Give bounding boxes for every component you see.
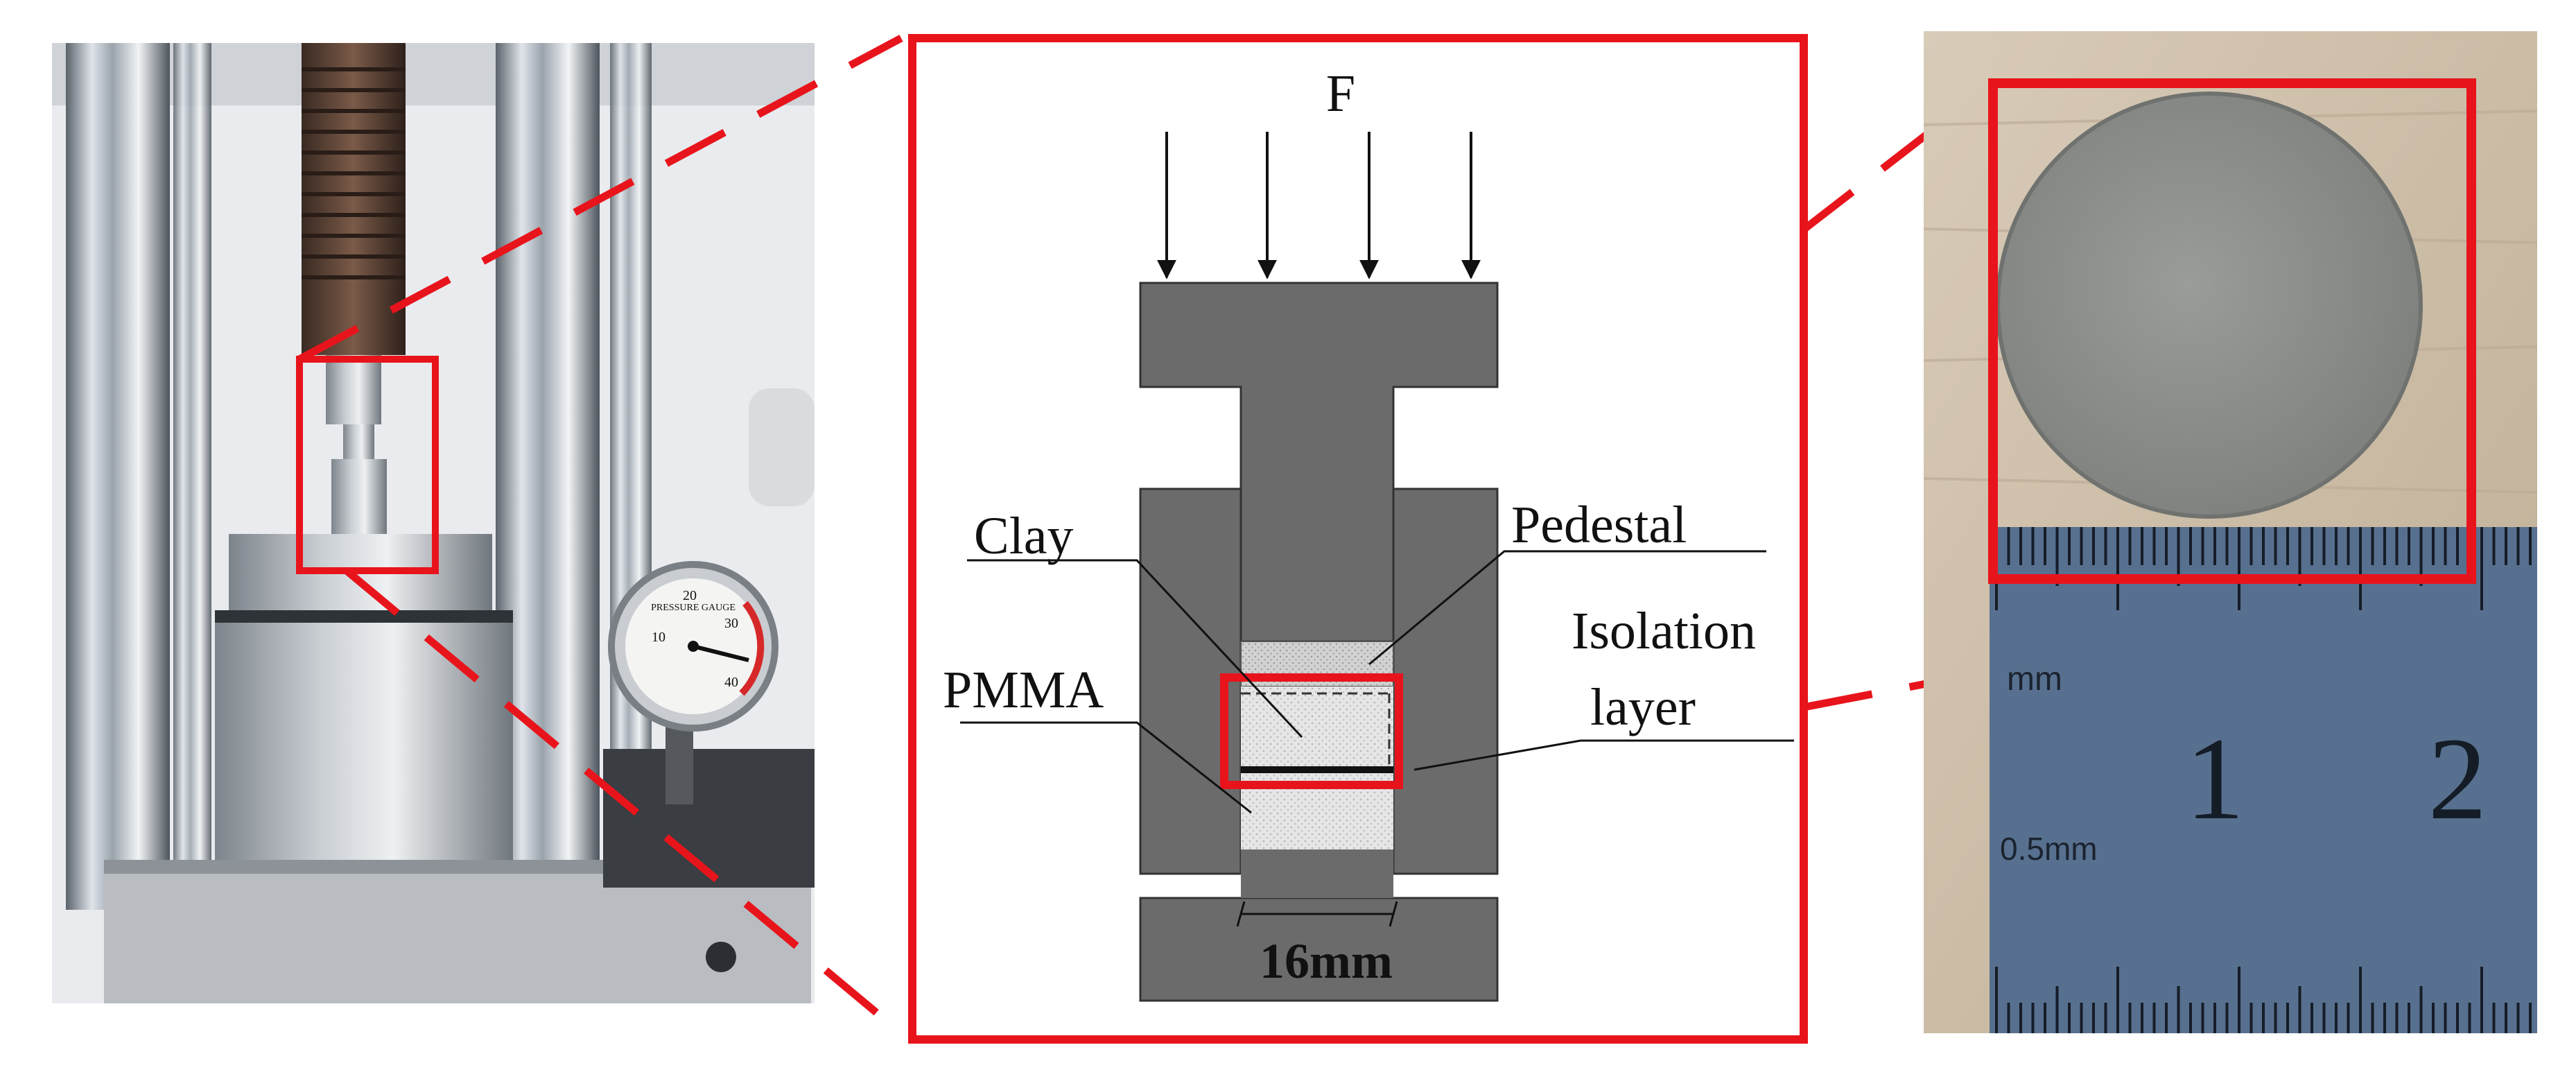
specimen-disc [1996,92,2423,519]
connector-left-bottom [344,567,904,1037]
valve-block [603,749,815,888]
schematic-clay-layer [1241,687,1393,766]
gauge-tick-20: 20 [683,588,697,603]
press-photo: PRESSURE GAUGE 10 20 30 40 [52,43,815,1003]
ruler-number-1: 1 [2186,714,2245,844]
label-isolation: Isolation [1572,602,1756,660]
schematic-highlight-box [1220,673,1403,789]
photo-highlight-box [296,356,439,574]
leader-lines [960,550,1794,814]
ruler-unit-mm: mm [2007,661,2062,698]
gauge-tick-30: 30 [724,616,738,631]
schematic-base [1139,897,1499,1002]
plunger-body [331,459,387,535]
force-arrows [1157,132,1481,279]
label-clay: Clay [974,507,1074,565]
label-pedestal: Pedestal [1511,496,1687,554]
schematic-bottom-plug [1241,849,1393,874]
plunger-neck [343,424,374,459]
ruler-ticks-top [1995,527,2532,610]
plunger-top [326,355,381,424]
dimension-16mm [1236,901,1398,927]
leader-clay [967,559,1303,739]
label-pmma: PMMA [943,661,1104,719]
mold-cap [229,534,492,617]
gauge-hub [688,641,699,652]
ruler-ticks-bottom [1995,967,2532,1033]
leader-pmma [960,721,1252,814]
gauge-tick-40: 40 [724,675,738,690]
dimension-label: 16mm [1260,933,1393,989]
specimen-highlight-box [1988,78,2476,584]
leader-isolation [1413,739,1794,771]
schematic-mold-wall-right [1392,487,1499,875]
specimen-photo: mm 0.5mm 1 2 [1923,31,2538,1033]
leader-pedestal [1368,550,1766,666]
gauge-tick-10: 10 [652,630,665,645]
schematic-isolation-layer [1241,766,1393,773]
press-rod-left-inner [173,43,211,910]
gauge-title: PRESSURE GAUGE [651,603,736,613]
pressure-gauge: PRESSURE GAUGE 10 20 30 40 [608,561,778,732]
screw-threads [302,67,406,279]
mold-schematic: F [908,34,1808,1044]
press-rod-left [66,43,170,910]
ruler-number-2: 2 [2428,714,2487,844]
ruler-unit-half-mm: 0.5mm [2000,831,2098,867]
container-jar [749,388,815,506]
gauge-needle [693,644,749,662]
press-screw [302,43,406,355]
schematic-base-neck [1241,874,1393,898]
dimension-tick-right [1389,901,1398,927]
steel-ruler [1990,527,2537,1033]
mold-rim [215,610,513,623]
base-bolt-icon [706,942,736,972]
force-label: F [1326,64,1355,123]
mold-cylinder [215,610,513,874]
connector-left-top [297,35,903,363]
dimension-tick-left [1236,901,1246,927]
label-isolation-layer: layer [1590,678,1696,736]
gauge-red-zone [739,601,765,696]
